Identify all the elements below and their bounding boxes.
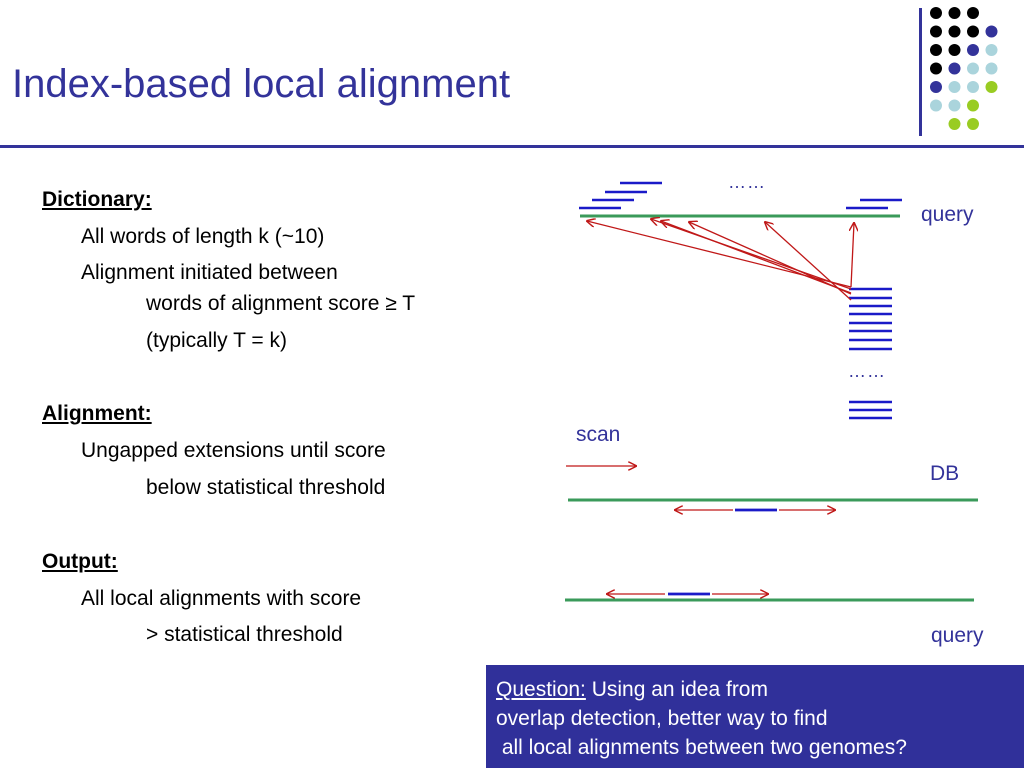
query-label-top: query [921,203,974,226]
query-words-left [579,181,662,210]
dictionary-heading: Dictionary: [42,188,152,211]
corner-dot [967,25,979,38]
corner-dot [967,62,979,75]
dictionary-line-3: words of alignment score ≥ T [146,292,416,315]
corner-dot [930,81,942,93]
corner-dot [948,81,961,93]
corner-dot [930,62,942,75]
corner-dot [967,44,979,56]
corner-dot [948,25,961,38]
dictionary-word-stack-lower [849,400,892,420]
dictionary-line-1: All words of length k (~10) [81,225,325,248]
corner-dot [967,7,979,19]
output-line-2: > statistical threshold [146,623,343,646]
question-line-1: Question: Using an idea from [496,675,1024,704]
query-words-right [846,198,902,210]
dictionary-word-stack [849,287,892,351]
corner-dot-pattern [930,7,998,130]
corner-dot [930,99,942,112]
slide-title: Index-based local alignment [12,62,511,106]
output-heading: Output: [42,550,118,573]
corner-dot [930,7,942,19]
corner-dot [948,7,961,19]
corner-dot [985,44,998,56]
dictionary-line-2: Alignment initiated between [81,261,338,284]
corner-dot [985,62,998,75]
query-label-bottom: query [931,624,984,647]
dictionary-to-query-arrows [587,219,854,301]
corner-dot [967,99,979,112]
dictionary-line-4: (typically T = k) [146,329,288,352]
corner-dot [948,118,961,130]
corner-dot [948,44,961,56]
corner-dot [948,62,961,75]
question-line-2: overlap detection, better way to find [496,707,828,730]
corner-vertical-rule [919,8,922,136]
question-line-3: all local alignments between two genomes… [496,736,907,759]
scan-label: scan [576,423,621,446]
corner-dot [985,25,998,38]
alignment-line-1: Ungapped extensions until score [81,439,386,462]
ellipsis-middle: …… [848,361,886,381]
alignment-heading: Alignment: [42,402,152,425]
corner-dot [930,25,942,38]
corner-dot [930,44,942,56]
question-line-1-text: Using an idea from [585,678,768,701]
question-label: Question: [496,678,586,701]
corner-dot [967,81,979,93]
title-underline [0,145,1024,148]
ellipsis-top: …… [728,172,766,192]
question-box: Question: Using an idea from overlap det… [486,665,1024,768]
corner-dot [985,81,998,93]
corner-dot [967,118,979,130]
output-line-1: All local alignments with score [81,587,362,610]
db-label: DB [930,462,960,485]
corner-dot [948,99,961,112]
alignment-line-2: below statistical threshold [146,476,386,499]
